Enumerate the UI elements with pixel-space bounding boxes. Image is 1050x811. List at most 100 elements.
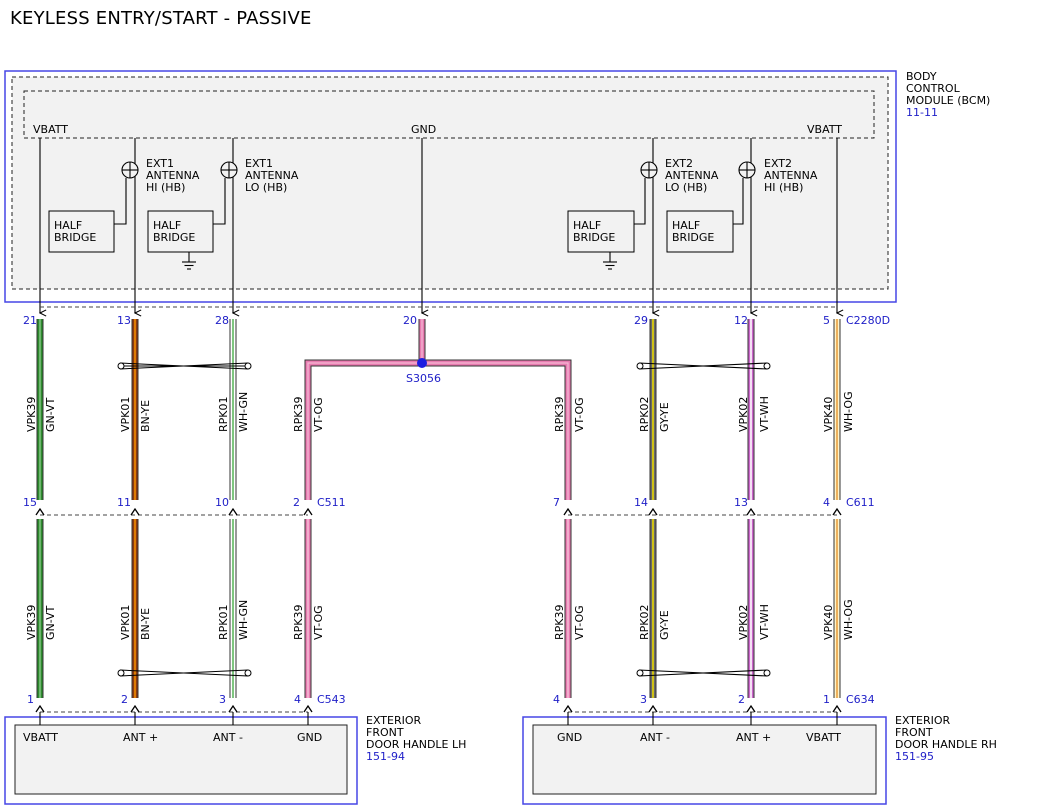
wire-color-label: VT-WH bbox=[758, 396, 771, 432]
pin-number: 15 bbox=[23, 496, 37, 509]
wire-color-label: VT-OG bbox=[312, 605, 325, 640]
wire-circuit-label: VPK01 bbox=[119, 397, 132, 432]
connector-arrow-icon bbox=[832, 507, 842, 516]
door-lh-pin-label: ANT + bbox=[123, 731, 158, 744]
wire-color-label: BN-YE bbox=[139, 400, 152, 432]
pin-number: 10 bbox=[215, 496, 229, 509]
half-bridge-label: BRIDGE bbox=[573, 231, 615, 244]
half-bridge-label: BRIDGE bbox=[672, 231, 714, 244]
wire-circuit-label: VPK39 bbox=[25, 605, 38, 640]
pin-number: 2 bbox=[293, 496, 300, 509]
half-bridge-link bbox=[634, 178, 646, 225]
door-rh-pin-label: ANT - bbox=[640, 731, 670, 744]
half-bridge-link bbox=[213, 178, 226, 225]
pin-number: 1 bbox=[823, 693, 830, 706]
wire-rpk39-splice[interactable] bbox=[304, 319, 572, 500]
connector-arrow-icon bbox=[648, 507, 658, 516]
half-bridge-link bbox=[114, 178, 127, 225]
wire-color-label: GN-VT bbox=[44, 397, 57, 432]
connector-arrow-icon bbox=[228, 704, 238, 713]
connector-arrow-icon bbox=[563, 507, 573, 516]
connector-name[interactable]: C611 bbox=[846, 496, 875, 509]
connector-name[interactable]: C543 bbox=[317, 693, 346, 706]
connector-arrow-icon bbox=[35, 507, 45, 516]
pin-number: 13 bbox=[734, 496, 748, 509]
door-lh-pin-label: GND bbox=[297, 731, 322, 744]
connector-arrow-icon bbox=[563, 704, 573, 713]
antenna-label: ANTENNA bbox=[146, 169, 200, 182]
wire-color-label: VT-OG bbox=[312, 397, 325, 432]
door-rh-label-line: DOOR HANDLE RH bbox=[895, 738, 997, 751]
pin-number: 2 bbox=[121, 693, 128, 706]
connector-name[interactable]: C634 bbox=[846, 693, 875, 706]
antenna-label: ANTENNA bbox=[665, 169, 719, 182]
antenna-label: EXT1 bbox=[245, 157, 273, 170]
connector-arrow-icon bbox=[35, 704, 45, 713]
bcm-pin-gnd: GND bbox=[411, 123, 436, 136]
connector-name[interactable]: C2280D bbox=[846, 314, 890, 327]
twisted-pair-icon bbox=[117, 362, 252, 370]
connector-arrow-icon bbox=[303, 704, 313, 713]
pin-number: 13 bbox=[117, 314, 131, 327]
wire-circuit-label: RPK02 bbox=[638, 397, 651, 433]
wire-color-label: VT-WH bbox=[758, 604, 771, 640]
wire-circuit-label: RPK01 bbox=[217, 605, 230, 641]
bcm-ref-link[interactable]: 11-11 bbox=[906, 106, 938, 119]
door-rh-ref-link[interactable]: 151-95 bbox=[895, 750, 934, 763]
connector-arrow-icon bbox=[228, 507, 238, 516]
door-rh-label-line: FRONT bbox=[895, 726, 933, 739]
door-rh-label-line: EXTERIOR bbox=[895, 714, 951, 727]
bcm-module[interactable] bbox=[4, 70, 897, 303]
antenna-symbol-icon bbox=[220, 161, 238, 179]
antenna-label: EXT1 bbox=[146, 157, 174, 170]
connector-arrow-icon bbox=[303, 507, 313, 516]
wire-color-label: VT-OG bbox=[573, 605, 586, 640]
connector-arrow-icon bbox=[648, 704, 658, 713]
pin-number: 5 bbox=[823, 314, 830, 327]
antenna-label: EXT2 bbox=[665, 157, 693, 170]
connector-arrow-icon bbox=[746, 507, 756, 516]
half-bridge-label: HALF bbox=[573, 219, 601, 232]
antenna-label: ANTENNA bbox=[245, 169, 299, 182]
pin-number: 11 bbox=[117, 496, 131, 509]
pin-number: 12 bbox=[734, 314, 748, 327]
half-bridge-box bbox=[666, 210, 734, 253]
splice-point-icon[interactable] bbox=[417, 358, 427, 368]
wire-circuit-label: VPK02 bbox=[737, 605, 750, 640]
pin-number: 29 bbox=[634, 314, 648, 327]
connector-arrow-icon bbox=[832, 704, 842, 713]
pin-number: 2 bbox=[738, 693, 745, 706]
antenna-symbol-icon bbox=[738, 161, 756, 179]
wire-circuit-label: RPK39 bbox=[553, 397, 566, 433]
wire-circuit-label: VPK40 bbox=[822, 397, 835, 432]
wire-circuit-label: VPK02 bbox=[737, 397, 750, 432]
bcm-label-line-2: CONTROL bbox=[906, 82, 961, 95]
pin-number: 4 bbox=[553, 693, 560, 706]
pin-number: 4 bbox=[823, 496, 830, 509]
antenna-symbol-icon bbox=[640, 161, 658, 179]
wire-color-label: GY-YE bbox=[658, 402, 671, 432]
ground-icon bbox=[603, 252, 617, 270]
half-bridge-link bbox=[733, 178, 744, 225]
pin-number: 3 bbox=[640, 693, 647, 706]
antenna-symbol-icon bbox=[121, 161, 139, 179]
pin-number: 7 bbox=[553, 496, 560, 509]
door-lh-pin-label: ANT - bbox=[213, 731, 243, 744]
half-bridge-label: HALF bbox=[672, 219, 700, 232]
door-lh-label-line: DOOR HANDLE LH bbox=[366, 738, 466, 751]
wire-color-label: WH-GN bbox=[237, 392, 250, 432]
door-lh-ref-link[interactable]: 151-94 bbox=[366, 750, 405, 763]
splice-label[interactable]: S3056 bbox=[406, 372, 441, 385]
pin-number: 3 bbox=[219, 693, 226, 706]
wire-circuit-label: VPK01 bbox=[119, 605, 132, 640]
wire-circuit-label: VPK40 bbox=[822, 605, 835, 640]
diagram-title: KEYLESS ENTRY/START - PASSIVE bbox=[10, 8, 312, 29]
antenna-label: LO (HB) bbox=[665, 181, 707, 194]
antenna-label: HI (HB) bbox=[146, 181, 185, 194]
twisted-pair-icon bbox=[636, 362, 771, 370]
half-bridge-label: BRIDGE bbox=[54, 231, 96, 244]
connector-name[interactable]: C511 bbox=[317, 496, 346, 509]
wire-circuit-label: RPK02 bbox=[638, 605, 651, 641]
wire-circuit-label: RPK39 bbox=[292, 397, 305, 433]
